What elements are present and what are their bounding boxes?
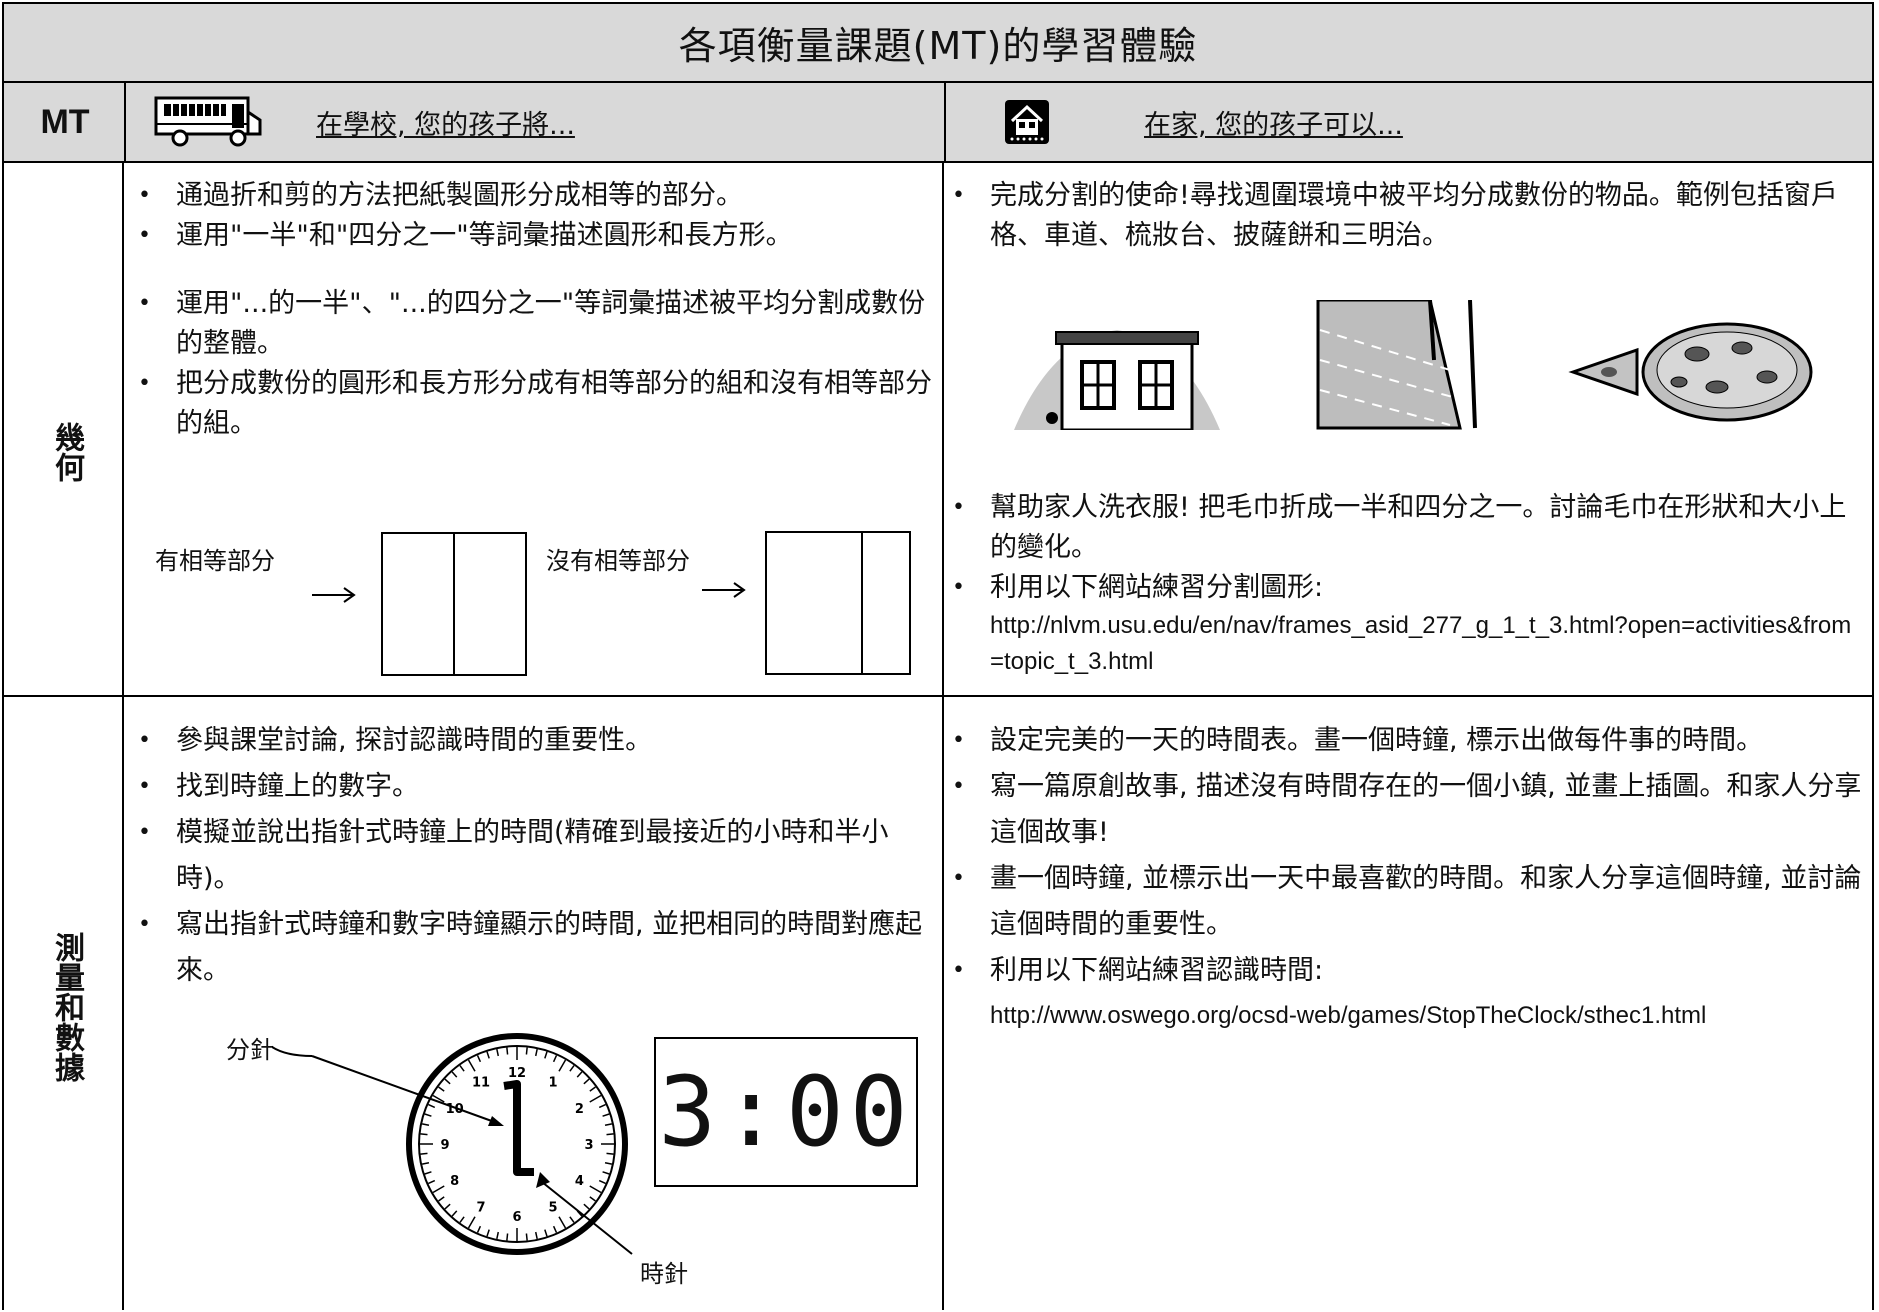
list-item: 運用"一半"和"四分之一"等詞彙描述圓形和長方形。 [134, 216, 934, 256]
arrow-icon [312, 587, 356, 603]
hour-hand-label: 時針 [640, 1260, 688, 1288]
list-item: 幫助家人洗衣服! 把毛巾折成一半和四分之一。討論毛巾在形狀和大小上的變化。 [948, 488, 1866, 568]
clock-number: 2 [575, 1102, 584, 1117]
geometry-home-cell-bottom: 幫助家人洗衣服! 把毛巾折成一半和四分之一。討論毛巾在形狀和大小上的變化。 利用… [948, 488, 1866, 680]
clock-number: 4 [575, 1174, 584, 1189]
list-item: 利用以下網站練習認識時間: [948, 948, 1866, 994]
clock-number: 12 [508, 1066, 526, 1081]
list-item: 利用以下網站練習分割圖形: [948, 568, 1866, 608]
clock-number: 11 [472, 1076, 490, 1091]
table-title: 各項衡量課題(MT)的學習體驗 [2, 2, 1874, 83]
clock-number: 3 [584, 1138, 593, 1153]
list-item: 寫出指針式時鐘和數字時鐘顯示的時間, 並把相同的時間對應起來。 [134, 902, 934, 994]
unequal-parts-label: 沒有相等部分 [546, 547, 690, 575]
list-item: 模擬並說出指針式時鐘上的時間(精確到最接近的小時和半小時)。 [134, 810, 934, 902]
arrow-icon [702, 582, 746, 598]
home-header-label: 在家, 您的孩子可以... [1144, 109, 1403, 141]
digital-time: 3:00 [658, 1056, 914, 1168]
list-item: 寫一篇原創故事, 描述沒有時間存在的一個小鎮, 並畫上插圖。和家人分享這個故事! [948, 764, 1866, 856]
geometry-practice-link[interactable]: http://nlvm.usu.edu/en/nav/frames_asid_2… [990, 612, 1852, 675]
list-item: 把分成數份的圓形和長方形分成有相等部分的組和沒有相等部分的組。 [134, 364, 934, 444]
house-icon [1005, 100, 1049, 144]
building-clipart [1014, 330, 1220, 430]
list-item: 參與課堂討論, 探討認識時間的重要性。 [134, 718, 934, 764]
clock-number: 1 [548, 1076, 557, 1091]
list-item: 設定完美的一天的時間表。畫一個時鐘, 標示出做每件事的時間。 [948, 718, 1866, 764]
driveway-clipart [1316, 300, 1477, 430]
title-text: 各項衡量課題(MT)的學習體驗 [678, 24, 1198, 68]
list-item: 找到時鐘上的數字。 [134, 764, 934, 810]
geometry-home-cell-top: 完成分割的使命!尋找週圍環境中被平均分成數份的物品。範例包括窗戶格、車道、梳妝台… [948, 176, 1866, 256]
minute-hand-label: 分針 [226, 1036, 274, 1064]
measurement-school-cell: 參與課堂討論, 探討認識時間的重要性。 找到時鐘上的數字。 模擬並說出指針式時鐘… [134, 718, 934, 994]
home-column-header: 在家, 您的孩子可以... [1004, 83, 1864, 161]
measurement-home-cell: 設定完美的一天的時間表。畫一個時鐘, 標示出做每件事的時間。 寫一篇原創故事, … [948, 718, 1866, 1038]
list-item: 畫一個時鐘, 並標示出一天中最喜歡的時間。和家人分享這個時鐘, 並討論這個時間的… [948, 856, 1866, 948]
school-header-label: 在學校, 您的孩子將... [316, 109, 575, 141]
mt-column-header: MT [40, 102, 90, 141]
digital-clock: 3:00 [654, 1037, 918, 1187]
clock-number: 8 [450, 1174, 459, 1189]
clock-number: 7 [476, 1200, 485, 1215]
list-item: 完成分割的使命!尋找週圍環境中被平均分成數份的物品。範例包括窗戶格、車道、梳妝台… [948, 176, 1866, 256]
topic-measurement: 測量和數據 [49, 932, 84, 1082]
school-column-header: 在學校, 您的孩子將... [154, 83, 934, 161]
partition-diagram [312, 531, 911, 676]
topic-geometry: 幾何 [49, 422, 84, 482]
header-row: MT 在學校, 您的孩子將... [2, 81, 1874, 163]
school-bus-icon [154, 96, 262, 147]
list-item: 通過折和剪的方法把紙製圖形分成相等的部分。 [134, 176, 934, 216]
pizza-clipart [1568, 322, 1813, 422]
equal-parts-label: 有相等部分 [155, 547, 275, 575]
clock-number: 5 [548, 1200, 557, 1215]
unequal-rectangle [765, 531, 911, 675]
clock-number: 6 [512, 1210, 521, 1225]
list-item: 運用"...的一半"、"...的四分之一"等詞彙描述被平均分割成數份的整體。 [134, 284, 934, 364]
measurement-practice-link[interactable]: http://www.oswego.org/ocsd-web/games/Sto… [990, 1002, 1707, 1029]
clock-number: 9 [440, 1138, 449, 1153]
geometry-school-cell: 通過折和剪的方法把紙製圖形分成相等的部分。 運用"一半"和"四分之一"等詞彙描述… [134, 176, 934, 444]
